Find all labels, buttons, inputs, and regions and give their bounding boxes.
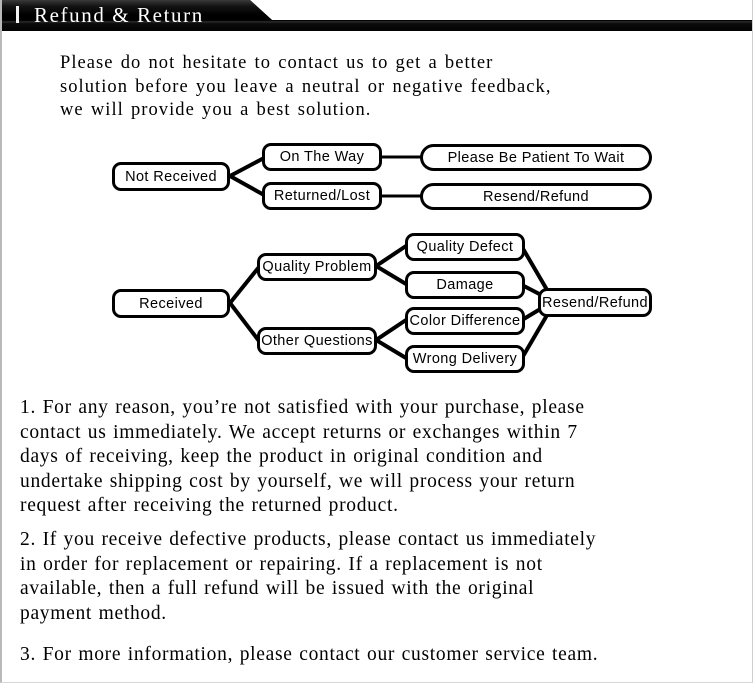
policy-paragraph-2: 2. If you receive defective products, pl… (20, 528, 742, 626)
policy-1-line-4: undertake shipping cost by yourself, we … (20, 470, 576, 492)
node-color-difference: Color Difference (405, 307, 525, 335)
policy-1-line-2: contact us immediately. We accept return… (20, 421, 578, 443)
node-label: Color Difference (409, 313, 521, 329)
node-label: Received (139, 295, 203, 312)
node-resend-refund-received: Resend/Refund (538, 288, 652, 317)
node-quality-defect: Quality Defect (405, 233, 525, 261)
policy-1-line-3: days of receiving, keep the product in o… (20, 446, 543, 467)
node-on-the-way: On The Way (262, 143, 382, 171)
policy-3-line-1: 3. For more information, please contact … (20, 644, 599, 665)
node-label: Resend/Refund (542, 294, 648, 311)
page-header-banner: Refund & Return (2, 0, 752, 33)
policy-2-line-4: payment method. (20, 602, 167, 624)
node-other-questions: Other Questions (257, 327, 377, 355)
policy-paragraph-3: 3. For more information, please contact … (20, 643, 742, 668)
node-please-be-patient-to-wait: Please Be Patient To Wait (420, 144, 652, 171)
vertical-bar-icon (16, 6, 19, 23)
intro-line-1: Please do not hesitate to contact us to … (60, 53, 494, 73)
node-label: Please Be Patient To Wait (447, 149, 625, 166)
intro-line-3: we will provide you a best solution. (60, 100, 372, 120)
node-label: On The Way (279, 149, 365, 165)
node-label: Damage (436, 277, 494, 293)
node-not-received: Not Received (112, 162, 230, 191)
node-label: Quality Defect (416, 239, 514, 255)
page-title: Refund & Return (34, 3, 204, 27)
policy-2-line-2: in order for replacement or repairing. I… (20, 553, 543, 575)
node-label: Wrong Delivery (412, 351, 518, 367)
node-label: Not Received (125, 168, 217, 185)
intro-paragraph: Please do not hesitate to contact us to … (60, 52, 700, 123)
policy-1-line-1: 1. For any reason, you’re not satisfied … (20, 397, 585, 418)
node-label: Quality Problem (262, 259, 372, 275)
node-damage: Damage (405, 271, 525, 299)
policy-2-line-1: 2. If you receive defective products, pl… (20, 529, 597, 550)
policy-2-line-3: available, then a full refund will be is… (20, 578, 535, 599)
intro-line-2: solution before you leave a neutral or n… (60, 76, 552, 97)
node-quality-problem: Quality Problem (257, 253, 377, 281)
node-received: Received (112, 289, 230, 318)
node-resend-refund-not-received: Resend/Refund (420, 183, 652, 210)
node-returned-lost: Returned/Lost (262, 182, 382, 210)
node-wrong-delivery: Wrong Delivery (405, 345, 525, 373)
policy-paragraph-1: 1. For any reason, you’re not satisfied … (20, 396, 742, 519)
node-label: Returned/Lost (273, 188, 371, 204)
policy-1-line-5: request after receiving the returned pro… (20, 495, 399, 516)
node-label: Resend/Refund (483, 188, 589, 205)
node-label: Other Questions (261, 333, 373, 349)
